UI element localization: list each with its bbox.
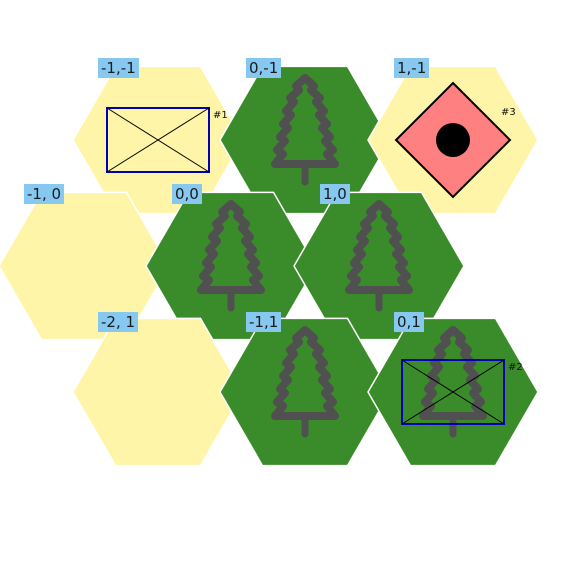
coord-label: 0,0 (172, 184, 202, 204)
coord-label: -1,1 (246, 312, 282, 332)
coord-label: 1,-1 (394, 58, 430, 78)
unit-2[interactable] (401, 359, 505, 425)
unit-tag-label: #1 (213, 110, 228, 121)
coord-label: 1,0 (320, 184, 350, 204)
hex-shape (219, 65, 391, 215)
coord-label: 0,1 (394, 312, 424, 332)
hex-tile-1-0[interactable] (293, 191, 465, 341)
unit-box-icon (401, 359, 505, 425)
coord-label: -1, 0 (24, 184, 65, 204)
hex-shape (219, 317, 391, 467)
tree-icon (345, 200, 413, 312)
hex-shape (145, 191, 317, 341)
hex-tile-m2-1[interactable] (72, 317, 244, 467)
coord-label: -1,-1 (98, 58, 139, 78)
unit-tag-label: #2 (508, 362, 523, 373)
unit-dot-icon (436, 123, 470, 157)
hex-tile-0-m1[interactable] (219, 65, 391, 215)
unit-3[interactable] (394, 81, 512, 199)
hex-tile-m1-1[interactable] (219, 317, 391, 467)
hex-shape (0, 191, 170, 341)
coord-label: -2, 1 (98, 312, 139, 332)
hex-shape (72, 317, 244, 467)
hex-tile-m1-0[interactable] (0, 191, 170, 341)
hex-tile-0-0[interactable] (145, 191, 317, 341)
tree-icon (197, 200, 265, 312)
unit-box-icon (106, 107, 210, 173)
unit-tag-label: #3 (501, 107, 516, 118)
tree-icon (271, 326, 339, 438)
tree-icon (271, 74, 339, 186)
unit-1[interactable] (106, 107, 210, 173)
hex-shape (293, 191, 465, 341)
coord-label: 0,-1 (246, 58, 282, 78)
